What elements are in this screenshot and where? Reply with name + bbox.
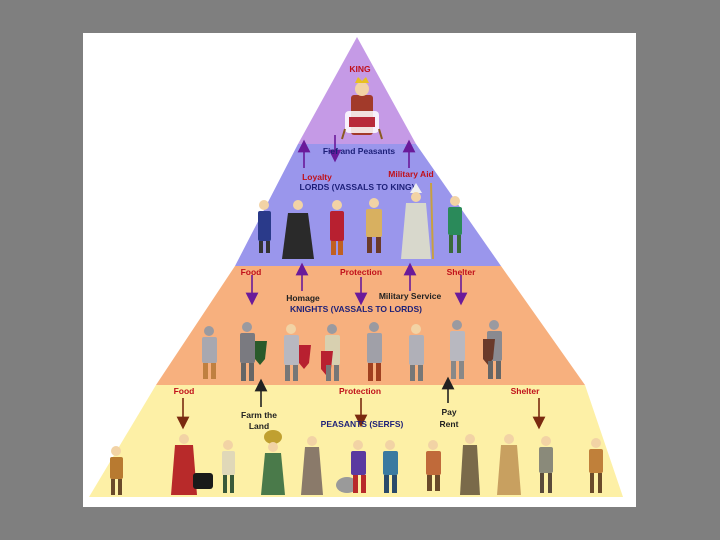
knight-figure: [483, 320, 502, 379]
lords-figures: [258, 182, 462, 260]
service-label: Military Service: [379, 291, 442, 301]
king-title: KING: [349, 64, 371, 74]
rent-label-line2: Rent: [440, 419, 459, 429]
peasant-figure: [222, 440, 235, 493]
knight-figure: [450, 320, 465, 379]
peasant-figure: [110, 446, 123, 495]
peasant-figure: [460, 434, 480, 495]
farm-label-line1: Farm the: [241, 410, 277, 420]
homage-label: Homage: [286, 293, 320, 303]
king-figure: [341, 77, 383, 140]
lord-figure: [366, 198, 382, 253]
lord-figure: [448, 196, 462, 253]
feudal-pyramid: KING Fief and Peasants Loyalty Military …: [89, 37, 623, 497]
peasants-title: PEASANTS (SERFS): [321, 419, 404, 429]
knight-figure: [202, 326, 217, 379]
knights-food-label: Food: [174, 386, 195, 396]
bishop-figure: [401, 182, 434, 260]
knights-figures: [202, 320, 502, 381]
knight-figure: [409, 324, 424, 381]
lords-shelter-label: Shelter: [447, 267, 477, 277]
peasant-figure: [539, 436, 553, 493]
farm-label-line2: Land: [249, 421, 269, 431]
aid-label: Military Aid: [388, 169, 434, 179]
peasant-figure: [497, 434, 521, 495]
lord-figure: [258, 200, 271, 253]
lords-food-label: Food: [241, 267, 262, 277]
lord-figure: [282, 200, 314, 259]
knight-figure: [284, 324, 311, 381]
peasant-figure: [589, 438, 603, 493]
knights-protection-label: Protection: [339, 386, 381, 396]
knights-shelter-label: Shelter: [511, 386, 541, 396]
peasants-figures: [110, 430, 603, 495]
knight-figure: [240, 322, 267, 381]
lords-protection-label: Protection: [340, 267, 382, 277]
lord-figure: [330, 200, 344, 255]
peasant-figure: [301, 436, 323, 495]
peasant-figure: [171, 434, 213, 495]
peasant-figure: [383, 440, 398, 493]
knights-title: KNIGHTS (VASSALS TO LORDS): [290, 304, 422, 314]
knight-figure: [367, 322, 382, 381]
loyalty-label: Loyalty: [302, 172, 332, 182]
peasant-figure: [426, 440, 441, 491]
fief-label: Fief and Peasants: [323, 146, 396, 156]
rent-label-line1: Pay: [441, 407, 456, 417]
peasant-figure: [261, 430, 285, 495]
slide: KING Fief and Peasants Loyalty Military …: [83, 33, 636, 507]
knight-figure: [321, 324, 340, 381]
lords-title: LORDS (VASSALS TO KING): [300, 182, 415, 192]
peasant-figure: [336, 440, 366, 493]
